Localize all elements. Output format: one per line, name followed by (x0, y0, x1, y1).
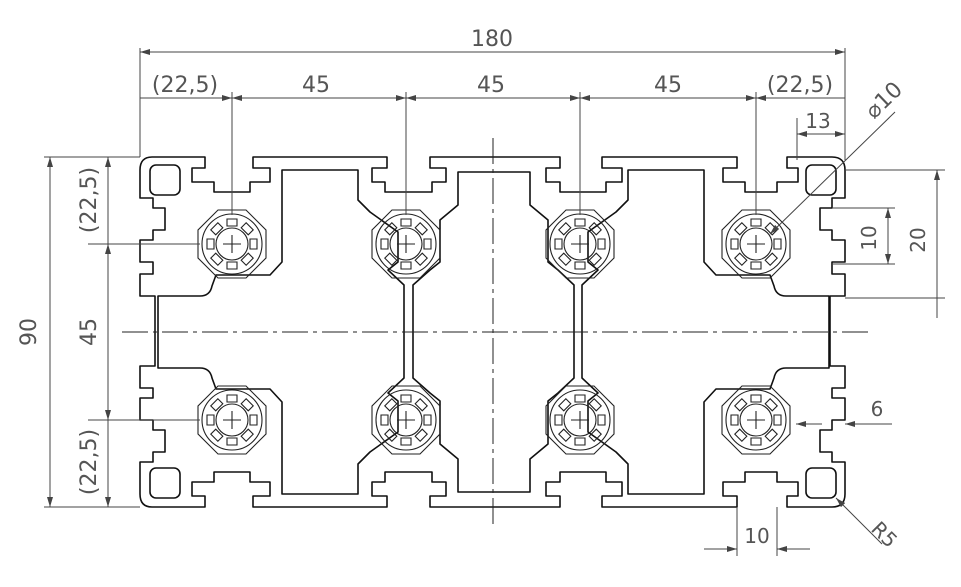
corner-cavity-br (805, 467, 837, 499)
bore-boss-2 (371, 209, 441, 279)
dim-pitch-v-top: (22,5) (77, 167, 102, 233)
dim-overall-width: 180 (471, 27, 513, 52)
dim-pitch-v-bottom: (22,5) (77, 429, 102, 495)
cavity-right (581, 169, 830, 495)
cavity-left (157, 169, 405, 495)
bore-boss-5 (197, 385, 267, 455)
bore-boss-8 (721, 385, 791, 455)
dim-pitch-v-mid: 45 (77, 318, 102, 346)
dim-pitch-2: 45 (302, 73, 330, 98)
dim-pitch-5: (22,5) (767, 73, 833, 98)
bore-boss-6 (371, 385, 441, 455)
dim-bore-diameter: ⌀10 (861, 77, 908, 124)
dim-corner-radius: R5 (866, 517, 902, 553)
bore-boss-1 (197, 209, 267, 279)
dim-slot-depth: 13 (805, 109, 830, 133)
dim-slot-width-right: 10 (857, 225, 881, 250)
dimensions: 180 (22,5) 45 45 45 (22,5) 13 ⌀10 90 (22… (17, 27, 945, 556)
dim-slot-outer-right: 20 (906, 227, 930, 252)
bore-boss-4 (721, 209, 791, 279)
bore-boss-3 (545, 209, 615, 279)
corner-cavity-bl (149, 467, 181, 499)
dim-overall-height: 90 (17, 318, 42, 346)
corner-cavity-tr (805, 164, 837, 196)
bore-boss-7 (545, 385, 615, 455)
dim-pitch-4: 45 (654, 73, 682, 98)
dim-pitch-1: (22,5) (152, 73, 218, 98)
dim-slot-bottom: 10 (744, 524, 769, 548)
dim-pitch-3: 45 (477, 73, 505, 98)
dim-wall-thickness: 6 (871, 397, 884, 421)
cavity-center (412, 171, 575, 493)
outer-contour (139, 156, 846, 508)
corner-cavity-tl (149, 164, 181, 196)
